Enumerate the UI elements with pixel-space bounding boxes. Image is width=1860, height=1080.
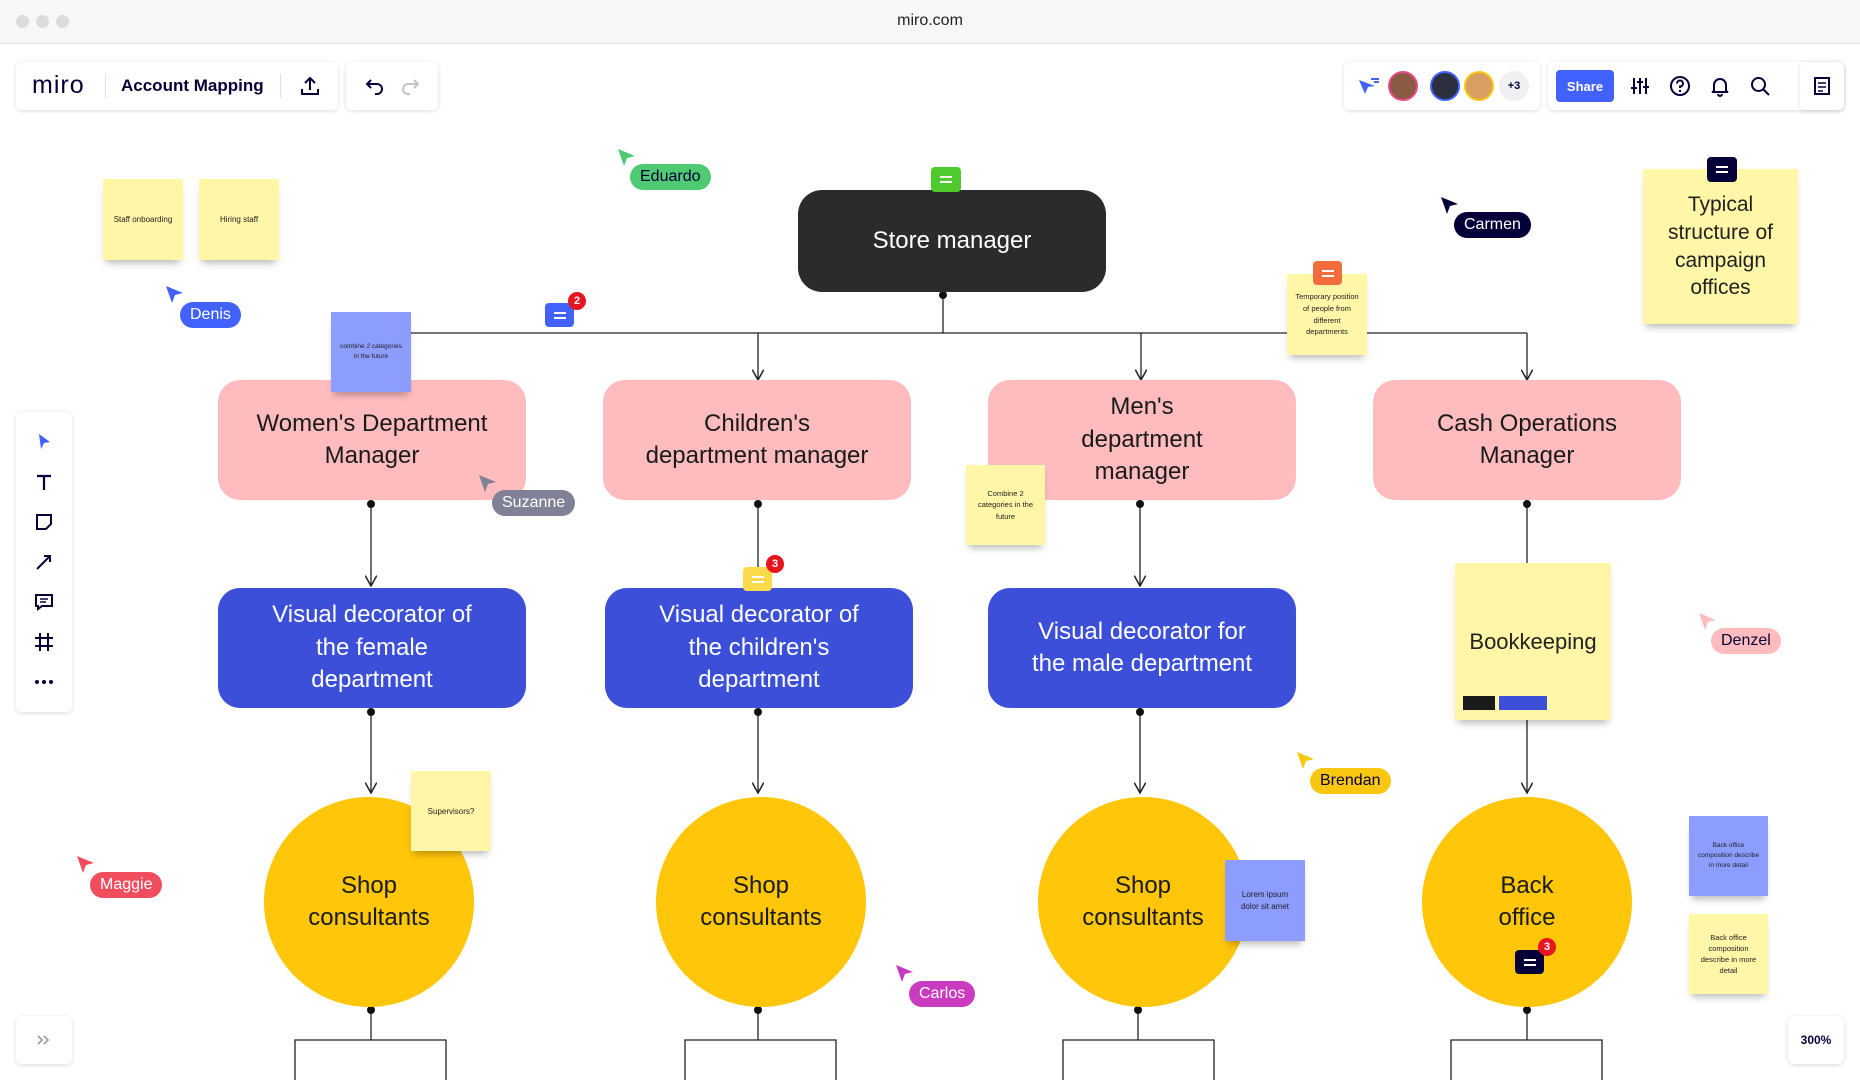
cursor-label-suzanne: Suzanne: [492, 490, 576, 516]
chevrons-right-icon: [37, 1035, 50, 1045]
cursor-arrow-icon: [618, 149, 635, 166]
bookkeeping-label: Bookkeeping: [1469, 628, 1597, 654]
redo-icon[interactable]: [397, 72, 425, 100]
window-close-dot[interactable]: [16, 15, 29, 28]
cursor-arrow-icon: [479, 475, 496, 492]
cursor-arrow-icon: [1297, 752, 1314, 769]
back-office-blue-sticky[interactable]: Back office composition describe in more…: [1689, 816, 1768, 896]
frame-tool-icon[interactable]: [30, 628, 58, 656]
cursor-arrow-icon: [896, 965, 913, 982]
back-office-yellow-sticky[interactable]: Back office composition describe in more…: [1689, 914, 1768, 994]
cursor-arrow-icon: [1699, 613, 1716, 630]
address-bar-url[interactable]: miro.com: [897, 12, 963, 29]
cursor-label-denzel: Denzel: [1711, 628, 1781, 654]
cursor-arrow-icon: [166, 286, 183, 303]
store-manager-node[interactable]: Store manager: [798, 190, 1106, 292]
miro-logo[interactable]: miro: [32, 71, 85, 99]
cursor-arrow-icon: [1441, 197, 1458, 214]
female-decorator-node[interactable]: Visual decorator of the female departmen…: [218, 588, 526, 708]
supervisors-sticky[interactable]: Supervisors?: [411, 771, 491, 851]
children-decorator-node[interactable]: Visual decorator of the children's depar…: [605, 588, 913, 708]
share-button[interactable]: Share: [1556, 70, 1614, 102]
select-tool-icon[interactable]: [30, 428, 58, 456]
comment-count-badge: 3: [1538, 938, 1556, 956]
typical-structure-sticky[interactable]: Typical structure of campaign offices: [1643, 169, 1798, 324]
comment-count-badge: 2: [568, 292, 586, 310]
avatar[interactable]: [1430, 71, 1460, 101]
board-header-panel: miro Account Mapping: [16, 62, 338, 110]
bookkeeping-sticky[interactable]: Bookkeeping: [1455, 563, 1611, 720]
comment-icon[interactable]: [931, 167, 961, 192]
divider: [105, 74, 106, 98]
divider: [280, 74, 281, 98]
connector-tool-icon[interactable]: [30, 548, 58, 576]
collaborators-panel: +3: [1344, 62, 1540, 110]
window-minimize-dot[interactable]: [36, 15, 49, 28]
more-tools-icon[interactable]: [30, 668, 58, 696]
male-decorator-node[interactable]: Visual decorator for the male department: [988, 588, 1296, 708]
comment-icon[interactable]: [545, 303, 574, 327]
cash-operations-manager-node[interactable]: Cash Operations Manager: [1373, 380, 1681, 500]
expand-panel-button[interactable]: [16, 1016, 72, 1064]
upload-icon[interactable]: [296, 72, 324, 100]
cursor-label-maggie: Maggie: [90, 872, 163, 898]
avatar[interactable]: [1388, 71, 1418, 101]
cursor-label-carlos: Carlos: [909, 981, 976, 1007]
browser-chrome: miro.com: [0, 0, 1860, 44]
left-toolbar: [16, 412, 72, 712]
search-icon[interactable]: [1746, 72, 1774, 100]
sticky-note-tool-icon[interactable]: [30, 508, 58, 536]
cursor-label-brendan: Brendan: [1310, 768, 1391, 794]
comment-icon[interactable]: [1707, 157, 1737, 182]
cursor-label-denis: Denis: [180, 302, 241, 328]
temporary-position-sticky[interactable]: Temporary position of people from differ…: [1287, 274, 1367, 355]
more-collaborators-count[interactable]: +3: [1499, 71, 1529, 101]
lorem-ipsum-sticky[interactable]: Lorem ipsum dolor sit amet: [1225, 860, 1305, 941]
comment-tool-icon[interactable]: [30, 588, 58, 616]
cursor-arrow-icon: [77, 856, 94, 873]
black-tag-swatch: [1463, 696, 1495, 710]
settings-sliders-icon[interactable]: [1626, 72, 1654, 100]
comment-count-badge: 3: [766, 555, 784, 573]
combine-categories-yellow-sticky[interactable]: Combine 2 categories in the future: [966, 465, 1045, 545]
pointer-filter-icon[interactable]: [1356, 74, 1382, 98]
cursor-label-carmen: Carmen: [1454, 212, 1531, 238]
children-shop-consultants-node[interactable]: Shop consultants: [656, 797, 866, 1007]
combine-categories-blue-sticky[interactable]: combine 2 categories in the future: [331, 312, 411, 392]
cursor-label-eduardo: Eduardo: [630, 164, 711, 190]
text-tool-icon[interactable]: [30, 468, 58, 496]
staff-onboarding-sticky[interactable]: Staff onboarding: [103, 179, 183, 260]
comment-icon[interactable]: [1313, 261, 1342, 285]
notes-panel: [1800, 62, 1844, 110]
zoom-level[interactable]: 300%: [1788, 1016, 1844, 1064]
board-title[interactable]: Account Mapping: [121, 76, 264, 95]
notes-icon[interactable]: [1808, 72, 1836, 100]
blue-tag-swatch: [1499, 696, 1547, 710]
board-actions-panel: Share: [1548, 62, 1844, 110]
undo-icon[interactable]: [360, 72, 388, 100]
comment-icon[interactable]: [743, 567, 772, 591]
bell-icon[interactable]: [1706, 72, 1734, 100]
back-office-node[interactable]: Back office: [1422, 797, 1632, 1007]
womens-manager-node[interactable]: Women's Department Manager: [218, 380, 526, 500]
childrens-manager-node[interactable]: Children's department manager: [603, 380, 911, 500]
comment-icon[interactable]: [1515, 950, 1544, 974]
window-maximize-dot[interactable]: [56, 15, 69, 28]
undo-redo-panel: [346, 62, 438, 110]
hiring-staff-sticky[interactable]: Hiring staff: [199, 179, 279, 260]
avatar[interactable]: [1464, 71, 1494, 101]
help-icon[interactable]: [1666, 72, 1694, 100]
men-shop-consultants-node[interactable]: Shop consultants: [1038, 797, 1248, 1007]
